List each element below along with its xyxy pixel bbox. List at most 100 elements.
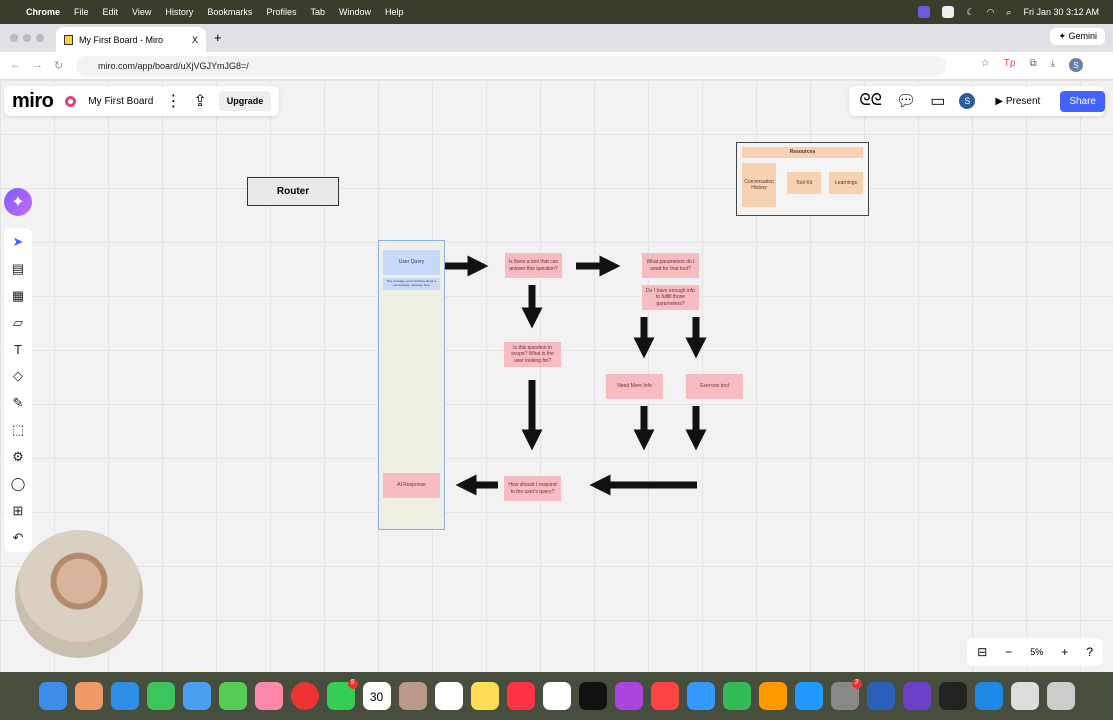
text-tool-icon[interactable]: T xyxy=(14,342,22,357)
screen-record-icon[interactable] xyxy=(918,6,931,18)
zoom-out-icon[interactable]: − xyxy=(1005,645,1013,659)
resources-title[interactable]: Resources xyxy=(742,147,863,158)
finder-icon[interactable] xyxy=(38,682,67,710)
fit-icon[interactable]: ⊟ xyxy=(977,645,988,659)
help-icon[interactable]: ? xyxy=(1086,645,1093,659)
menu-tab[interactable]: Tab xyxy=(310,7,325,17)
launchpad-icon[interactable] xyxy=(74,682,103,710)
frame-grid-icon[interactable]: ▦ xyxy=(11,288,25,303)
window-controls[interactable] xyxy=(10,34,44,42)
gemini-button[interactable]: ✦ Gemini xyxy=(1050,28,1105,45)
tool-question-node[interactable]: Is there a tool that can answer this que… xyxy=(505,253,562,278)
new-tab-button[interactable]: + xyxy=(214,30,222,45)
menu-bookmarks[interactable]: Bookmarks xyxy=(207,7,253,17)
maps-icon[interactable] xyxy=(218,682,247,710)
sticky-note-icon[interactable]: ▱ xyxy=(13,315,23,330)
music-icon[interactable] xyxy=(506,682,535,710)
system-settings-icon[interactable]: 3 xyxy=(830,679,862,710)
comment-tool-icon[interactable]: ◯ xyxy=(10,476,26,491)
facetime-icon[interactable]: 5 xyxy=(326,679,358,710)
reactions-icon[interactable]: ᘓᘓ xyxy=(859,92,882,109)
frame-tool-icon[interactable]: ⬚ xyxy=(11,422,25,437)
resource-tool-kit[interactable]: Tool Kit xyxy=(787,172,821,194)
menu-file[interactable]: File xyxy=(74,7,89,17)
zoom-level[interactable]: 5% xyxy=(1030,647,1044,657)
reminders-icon[interactable] xyxy=(434,682,463,710)
extensions-icon[interactable]: ⧉ xyxy=(1029,58,1037,69)
bookmark-star-icon[interactable]: ☆ xyxy=(980,58,990,69)
terminal-icon[interactable] xyxy=(938,682,967,710)
forward-icon[interactable]: → xyxy=(32,59,43,71)
clock[interactable]: Fri Jan 30 3:12 AM xyxy=(1023,7,1099,17)
chrome-icon[interactable] xyxy=(290,682,319,710)
undo-icon[interactable]: ↶ xyxy=(12,530,24,545)
comments-icon[interactable]: 💬︎ xyxy=(895,93,917,110)
pen-icon[interactable]: ✎ xyxy=(12,395,24,410)
github-desktop-icon[interactable] xyxy=(902,682,931,710)
vscode-icon[interactable] xyxy=(974,682,1003,710)
search-icon[interactable]: ⌕ xyxy=(1006,6,1012,17)
messages-icon[interactable] xyxy=(146,682,175,710)
reload-icon[interactable]: ↻ xyxy=(54,60,64,72)
share-button[interactable]: Share xyxy=(1060,90,1105,112)
close-tab-icon[interactable]: X xyxy=(191,34,198,45)
menu-edit[interactable]: Edit xyxy=(102,7,119,17)
contacts-icon[interactable] xyxy=(398,682,427,710)
resources-frame[interactable]: Resources Conversation History Tool Kit … xyxy=(736,142,869,216)
respond-node[interactable]: How should I respond to the user's query… xyxy=(504,476,561,501)
more-menu-icon[interactable]: ⋮ xyxy=(165,93,182,110)
trash-icon[interactable] xyxy=(1046,682,1075,710)
photos-icon[interactable] xyxy=(254,682,283,710)
zoom-in-icon[interactable]: + xyxy=(1061,645,1069,659)
menu-window[interactable]: Window xyxy=(338,7,371,17)
export-icon[interactable]: ⇪ xyxy=(193,93,207,110)
templates-icon[interactable]: ▤ xyxy=(11,261,25,276)
add-more-icon[interactable]: ⊞ xyxy=(12,503,24,518)
user-query-node[interactable]: User Query xyxy=(383,250,440,275)
safari-icon[interactable] xyxy=(110,682,139,710)
miro-canvas[interactable]: miro My First Board ⋮ ⇪ Upgrade ᘓᘓ 💬︎ ▭ … xyxy=(0,80,1113,672)
freeform-icon[interactable] xyxy=(542,682,571,710)
menu-view[interactable]: View xyxy=(132,7,152,17)
keynote-icon[interactable] xyxy=(686,682,715,710)
apps-icon[interactable]: ⚙ xyxy=(12,449,24,464)
router-shape[interactable]: Router xyxy=(247,177,339,206)
user-query-note[interactable]: The message you're thinking about is not… xyxy=(383,278,440,290)
word-icon[interactable] xyxy=(866,682,895,710)
profile-avatar[interactable]: S xyxy=(1069,58,1083,72)
enough-info-node[interactable]: Do I have enough info to fulfill those p… xyxy=(642,285,699,310)
parameters-node[interactable]: What parameters do I need for that tool? xyxy=(642,253,699,278)
app-store-icon[interactable] xyxy=(794,682,823,710)
menu-history[interactable]: History xyxy=(165,7,194,17)
ai-response-node[interactable]: AI Response xyxy=(383,473,440,498)
scope-node[interactable]: Is this question in scope? What is the u… xyxy=(504,342,561,367)
browser-tab[interactable]: My First Board - Miro X xyxy=(56,27,206,52)
moon-icon[interactable]: ☾ xyxy=(966,6,975,17)
resource-conversation-history[interactable]: Conversation History xyxy=(742,163,776,207)
notes-icon[interactable] xyxy=(470,682,499,710)
textedit-icon[interactable] xyxy=(1010,682,1039,710)
user-avatar[interactable]: S xyxy=(959,93,976,109)
numbers-icon[interactable] xyxy=(722,682,751,710)
board-name[interactable]: My First Board xyxy=(88,95,154,107)
extension-icon[interactable]: Tp xyxy=(1003,58,1016,69)
miro-logo[interactable]: miro xyxy=(12,89,54,112)
pages-icon[interactable] xyxy=(758,682,787,710)
wifi-icon[interactable]: ◠ xyxy=(986,6,995,17)
resource-learnings[interactable]: Learnings xyxy=(829,172,863,194)
present-button[interactable]: ▶ Present xyxy=(995,95,1041,107)
status-icon[interactable] xyxy=(942,6,955,18)
exercise-tool-node[interactable]: Exercise tool xyxy=(686,374,743,399)
url-input[interactable]: miro.com/app/board/uXjVGJYmJG8=/ xyxy=(76,56,946,76)
calendar-icon[interactable]: 30 xyxy=(362,682,391,710)
menu-help[interactable]: Help xyxy=(384,7,404,17)
shapes-icon[interactable]: ◇ xyxy=(13,368,23,383)
mail-icon[interactable] xyxy=(182,682,211,710)
download-icon[interactable]: ⤓ xyxy=(1050,58,1055,69)
podcasts-icon[interactable] xyxy=(614,682,643,710)
select-tool-icon[interactable]: ➤ xyxy=(12,234,24,249)
menu-profiles[interactable]: Profiles xyxy=(266,7,297,17)
need-more-info-node[interactable]: Need More Info xyxy=(606,374,663,399)
video-icon[interactable]: ▭ xyxy=(930,93,946,110)
back-icon[interactable]: ← xyxy=(10,59,21,71)
